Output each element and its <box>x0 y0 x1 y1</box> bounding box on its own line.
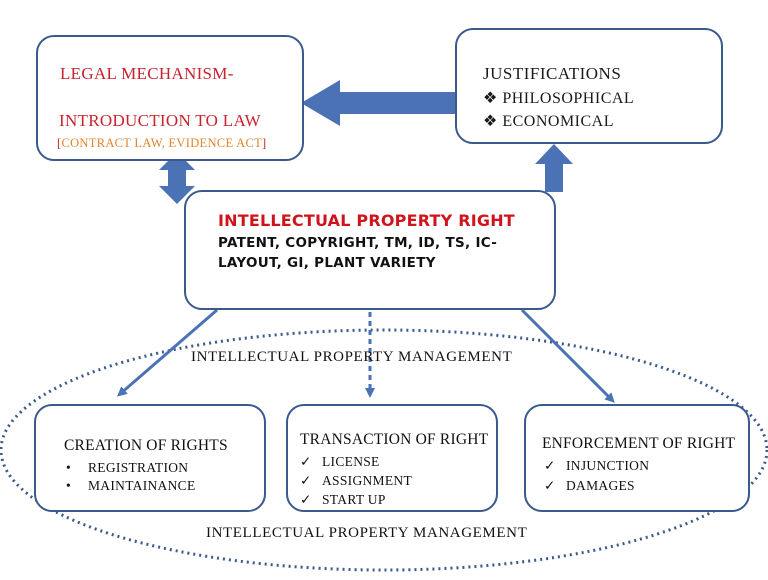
bullet-icon: • <box>66 478 72 493</box>
ipr-list-line1: PATENT, COPYRIGHT, TM, ID, TS, IC- <box>218 235 498 251</box>
enforcement-item-injunction: ✓INJUNCTION <box>544 458 650 473</box>
legal-mechanism-title: LEGAL MECHANISM- <box>60 64 234 83</box>
check-icon: ✓ <box>544 458 556 473</box>
transaction-item-startup: ✓START UP <box>300 492 386 507</box>
ipr-title: INTELLECTUAL PROPERTY RIGHT <box>218 211 515 230</box>
management-ellipse <box>0 328 768 572</box>
justification-item-philosophical: ❖ PHILOSOPHICAL <box>483 90 635 107</box>
ipr-box <box>184 190 556 310</box>
transaction-item-license: ✓LICENSE <box>300 454 380 469</box>
enforcement-item-damages: ✓DAMAGES <box>544 478 635 493</box>
legal-detail: CONTRACT LAW, EVIDENCE ACT <box>61 136 263 150</box>
double-arrow-legal-ipr <box>159 152 195 204</box>
check-icon: ✓ <box>544 478 556 493</box>
management-label-bottom: INTELLECTUAL PROPERTY MANAGEMENT <box>206 525 528 541</box>
justifications-title: JUSTIFICATIONS <box>483 64 622 83</box>
transaction-item-assignment: ✓ASSIGNMENT <box>300 473 413 488</box>
bullet-icon: • <box>66 460 72 475</box>
ipr-list-line2: LAYOUT, GI, PLANT VARIETY <box>218 255 436 271</box>
creation-item-registration: •REGISTRATION <box>66 460 189 475</box>
check-icon: ✓ <box>300 473 312 488</box>
justification-item-economical: ❖ ECONOMICAL <box>483 113 615 130</box>
creation-item-maintainance: •MAINTAINANCE <box>66 478 196 493</box>
check-icon: ✓ <box>300 492 312 507</box>
arrow-to-enforcement <box>520 308 615 403</box>
introduction-to-law: INTRODUCTION TO LAW <box>59 111 262 130</box>
enforcement-title: ENFORCEMENT OF RIGHT <box>542 435 736 452</box>
transaction-box <box>286 404 498 512</box>
arrow-to-creation <box>116 308 218 397</box>
transaction-title: TRANSACTION OF RIGHT <box>300 431 489 448</box>
enforcement-box <box>524 404 750 512</box>
legal-detail-line: [CONTRACT LAW, EVIDENCE ACT] <box>57 136 267 151</box>
bracket-close: ] <box>262 136 267 150</box>
check-icon: ✓ <box>300 454 312 469</box>
diamond-bullet-icon: ❖ <box>483 113 498 130</box>
arrow-justifications-to-legal <box>301 80 470 126</box>
creation-title: CREATION OF RIGHTS <box>64 437 228 454</box>
bracket-open: [ <box>57 136 62 150</box>
justifications-box <box>455 28 723 144</box>
legal-mechanism-box <box>36 35 304 161</box>
arrow-ipr-to-justifications <box>535 144 573 192</box>
management-label-top: INTELLECTUAL PROPERTY MANAGEMENT <box>191 349 513 365</box>
diamond-bullet-icon: ❖ <box>483 90 498 107</box>
creation-box <box>34 404 266 512</box>
